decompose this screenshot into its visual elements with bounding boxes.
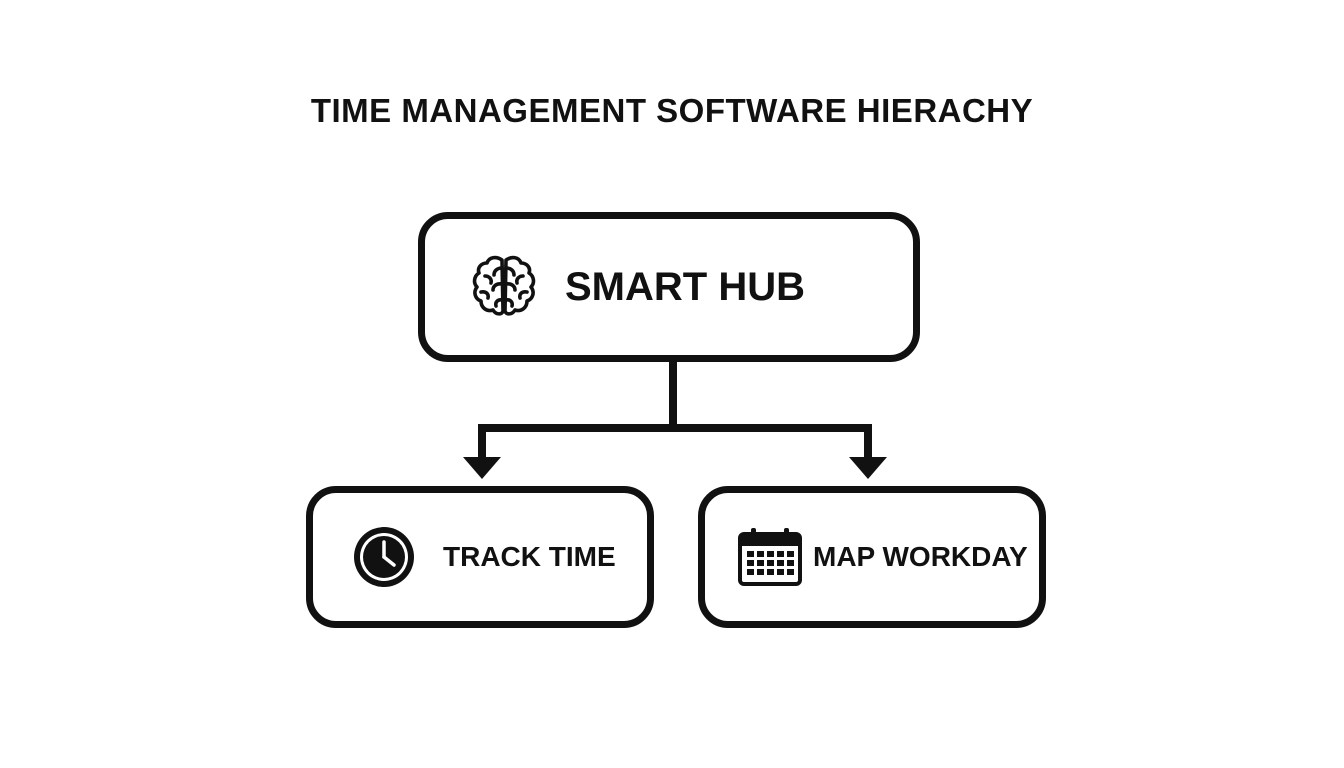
node-map-workday: MAP WORKDAY: [698, 486, 1046, 628]
node-track-time: TRACK TIME: [306, 486, 654, 628]
node-label-track-time: TRACK TIME: [443, 541, 616, 572]
arrow-to-map-workday: [849, 457, 887, 479]
node-label-smart-hub: SMART HUB: [565, 264, 805, 309]
branch-line: [478, 424, 872, 458]
arrow-to-track-time: [463, 457, 501, 479]
diagram-title: TIME MANAGEMENT SOFTWARE HIERACHY: [310, 92, 1034, 129]
clock-icon: [351, 524, 417, 590]
calendar-icon: [737, 526, 803, 588]
node-label-map-workday: MAP WORKDAY: [813, 541, 1028, 572]
node-smart-hub: SMART HUB: [418, 212, 920, 362]
brain-icon: [469, 254, 539, 320]
